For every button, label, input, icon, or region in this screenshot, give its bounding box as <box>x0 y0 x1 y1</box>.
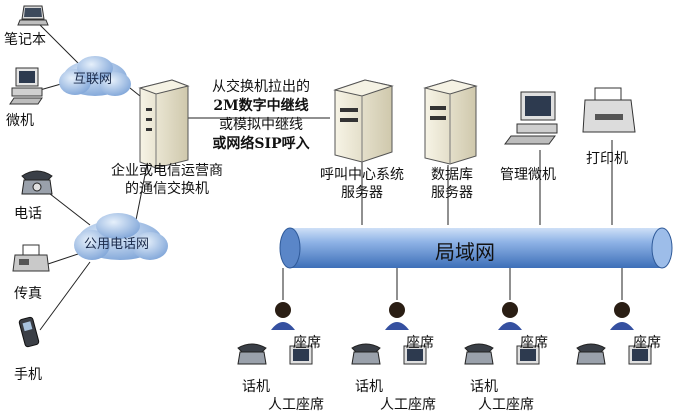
seat2-phone-label: 话机 <box>355 379 383 395</box>
telephone-icon <box>21 170 53 195</box>
admin-pc-label: 管理微机 <box>500 167 556 183</box>
admin-pc-icon <box>504 91 558 145</box>
trunk-line2: 2M数字中继线 <box>213 98 309 114</box>
seat-group-1 <box>237 302 313 365</box>
seat3-phone-label: 话机 <box>470 379 498 395</box>
phone-label: 电话 <box>14 206 42 222</box>
mobile-phone-icon <box>18 316 40 348</box>
callcenter-server-label: 呼叫中心系统 服务器 <box>310 166 414 202</box>
switch-label: 企业或电信运营商 的通信交换机 <box>92 162 242 198</box>
pstn-label: 公用电话网 <box>84 237 150 252</box>
lan-label: 局域网 <box>435 240 495 264</box>
printer-icon <box>582 87 636 133</box>
seat1-phone-label: 话机 <box>242 379 270 395</box>
callcenter-line1: 呼叫中心系统 <box>320 167 404 183</box>
seat3-agent-label: 座席 <box>520 335 548 351</box>
laptop-icon <box>17 5 49 26</box>
pc-label: 微机 <box>6 113 34 129</box>
seat-group-2 <box>351 302 427 365</box>
seat-group-4 <box>576 302 652 365</box>
seat3-desk-label: 人工座席 <box>478 397 534 413</box>
switch-label-line2: 的通信交换机 <box>125 181 209 197</box>
seat4-agent-label: 座席 <box>633 335 661 351</box>
lan-backbone <box>279 227 673 269</box>
seat1-agent-label: 座席 <box>293 335 321 351</box>
trunk-line1: 从交换机拉出的 <box>212 79 310 95</box>
database-server-icon <box>423 79 478 165</box>
trunk-line4: 或网络SIP呼入 <box>212 136 310 152</box>
seat2-desk-label: 人工座席 <box>380 397 436 413</box>
fax-label: 传真 <box>14 286 42 302</box>
database-line2: 服务器 <box>431 185 473 201</box>
pstn-cloud <box>74 213 168 260</box>
desktop-pc-icon <box>9 67 43 105</box>
trunk-label: 从交换机拉出的 2M数字中继线 或模拟中继线 或网络SIP呼入 <box>196 78 326 154</box>
database-server-label: 数据库 服务器 <box>420 166 484 202</box>
printer-label: 打印机 <box>586 151 628 167</box>
callcenter-server-icon <box>333 79 394 163</box>
seat-group-3 <box>464 302 540 365</box>
database-line1: 数据库 <box>431 167 473 183</box>
internet-label: 互联网 <box>73 72 113 87</box>
callcenter-line2: 服务器 <box>341 185 383 201</box>
seat2-agent-label: 座席 <box>406 335 434 351</box>
fax-icon <box>12 244 50 272</box>
connection-lines <box>39 24 623 331</box>
trunk-line3: 或模拟中继线 <box>219 117 303 133</box>
mobile-label: 手机 <box>14 367 42 383</box>
internet-cloud <box>59 56 131 96</box>
switch-label-line1: 企业或电信运营商 <box>111 163 223 179</box>
seat1-desk-label: 人工座席 <box>268 397 324 413</box>
switch-tower-icon <box>138 79 190 169</box>
laptop-label: 笔记本 <box>4 32 46 48</box>
